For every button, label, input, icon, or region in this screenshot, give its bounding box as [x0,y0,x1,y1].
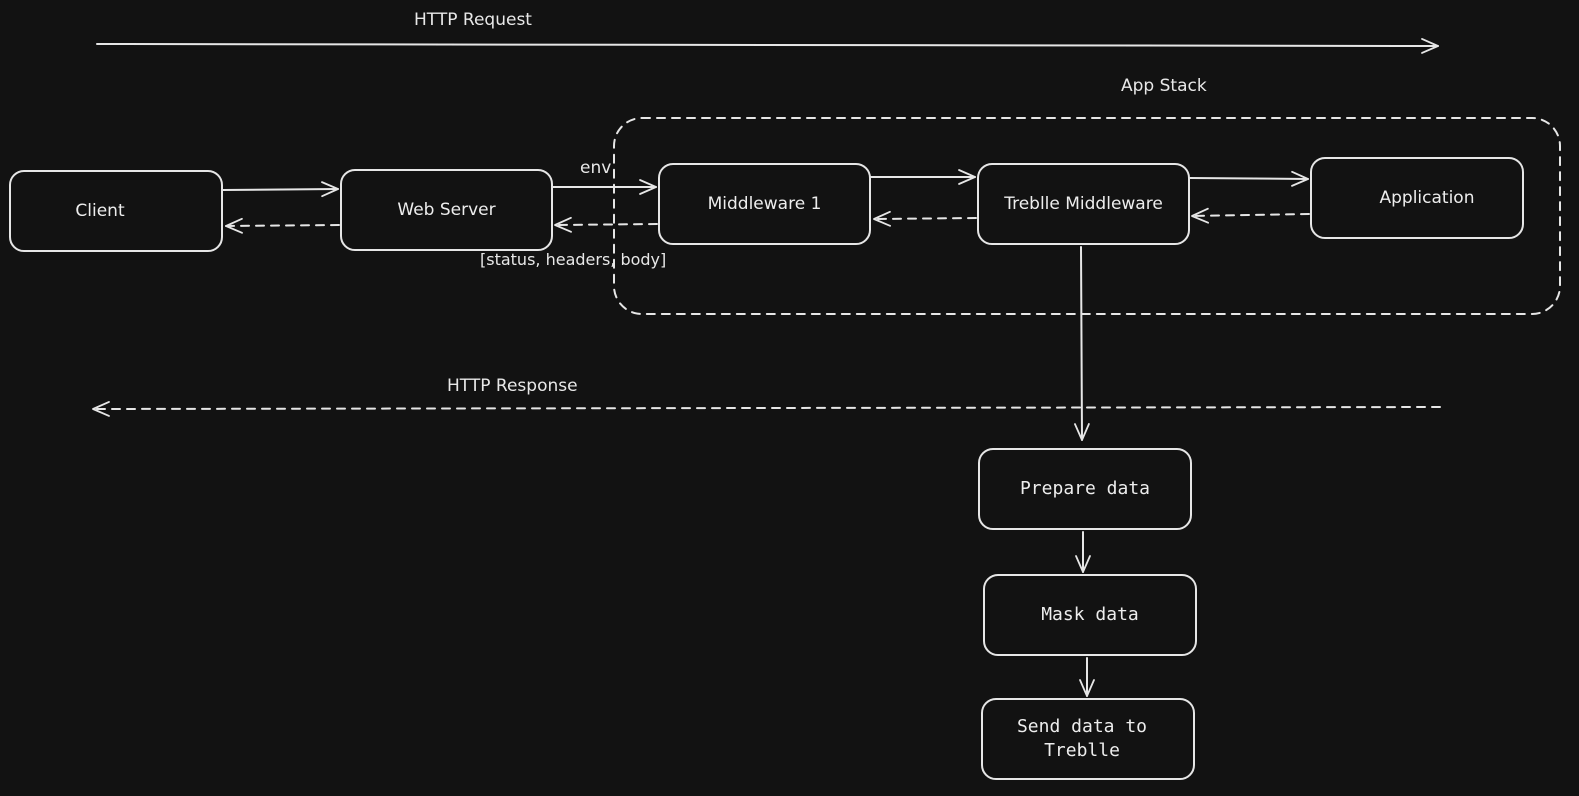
http-response-arrow [92,401,1441,417]
prepare-data-box [978,448,1192,530]
application-to-treblle-return-arrow [1191,207,1310,224]
treblle-to-middleware1-return-arrow [873,210,977,227]
send-data-label: Send data to Treblle [1016,716,1148,761]
application-label: Application [1379,188,1475,208]
application-box [1310,157,1524,239]
env-label: env [580,158,612,178]
middleware1-to-webserver-return-arrow [554,216,658,233]
http-request-arrow [96,38,1439,54]
send-data-node: Send data to Treblle [982,699,1182,779]
client-to-webserver-arrow [222,181,339,198]
http-request-label: HTTP Request [414,10,532,30]
send-data-box [981,698,1195,780]
application-node: Application [1311,158,1543,238]
prepare-data-node: Prepare data [979,449,1191,529]
http-response-label: HTTP Response [447,376,578,396]
treblle-middleware-node: Treblle Middleware [978,164,1189,244]
mask-data-box [983,574,1197,656]
web-server-node: Web Server [341,170,552,250]
prepare-data-label: Prepare data [1019,478,1151,499]
treblle-to-application-arrow [1189,170,1309,187]
webserver-to-client-return-arrow [225,217,340,234]
treblle-to-prepare-arrow [1074,246,1090,441]
client-box [9,170,223,252]
status-headers-body-label: [status, headers, body] [480,250,667,269]
web-server-label: Web Server [397,200,496,220]
client-node: Client [10,171,190,251]
middleware-1-label: Middleware 1 [707,194,822,214]
client-label: Client [75,201,125,221]
mask-data-node: Mask data [984,575,1196,655]
treblle-middleware-label: Treblle Middleware [1004,194,1163,214]
mask-data-label: Mask data [1041,604,1139,625]
app-stack-label: App Stack [1121,76,1207,96]
treblle-middleware-box [977,163,1190,245]
middleware-1-box [658,163,871,245]
app-stack-container [613,117,1561,315]
web-server-box [340,169,553,251]
middleware-1-node: Middleware 1 [659,164,870,244]
